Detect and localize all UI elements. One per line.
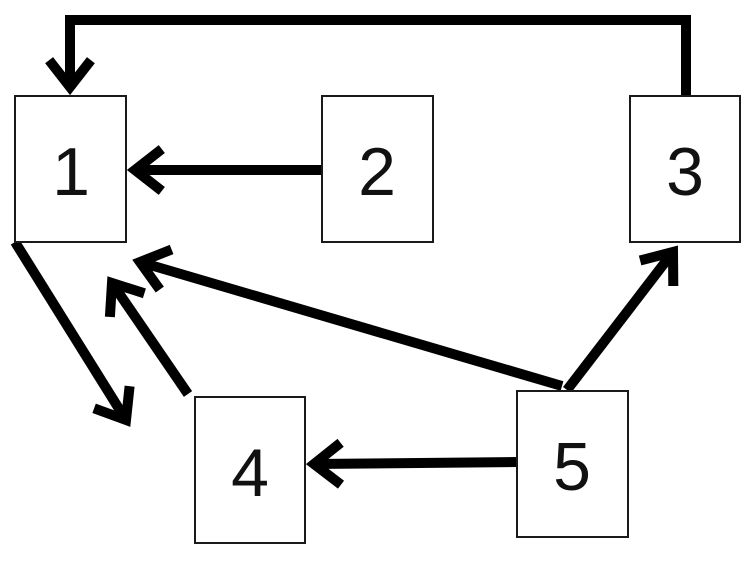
edge-2-1-arrowhead	[126, 145, 165, 195]
edge-1-4-arrowhead	[92, 385, 135, 427]
edge-2-1	[126, 145, 322, 195]
node-3: 3	[629, 95, 741, 243]
node-3-box	[629, 95, 741, 243]
node-4: 4	[194, 396, 306, 544]
node-4-label: 4	[231, 435, 269, 511]
node-1: 1	[14, 95, 127, 243]
edge-5-1-arrowhead	[132, 244, 174, 293]
edge-1-4	[10, 239, 135, 427]
edge-5-3-arrowhead	[638, 245, 679, 287]
edge-3-1-arrowhead	[45, 57, 95, 96]
node-1-box	[14, 95, 127, 243]
edge-4-1-arrowhead	[104, 276, 146, 318]
node-5: 5	[516, 390, 629, 538]
edge-5-1-line	[138, 257, 564, 391]
node-4-box	[194, 396, 306, 544]
edge-5-3-line	[563, 248, 677, 394]
edge-5-3	[563, 245, 679, 394]
node-2-box	[321, 95, 434, 243]
edge-5-4-arrowhead	[305, 438, 345, 489]
edge-1-4-line	[10, 239, 131, 423]
node-5-label: 5	[553, 429, 591, 505]
node-3-label: 3	[666, 134, 704, 210]
edge-3-1-line	[65, 15, 691, 96]
node-5-box	[516, 390, 629, 538]
edges-layer	[10, 15, 691, 489]
edge-5-1	[132, 244, 564, 391]
edge-4-1-line	[107, 280, 193, 397]
edge-5-4	[305, 438, 518, 489]
node-1-label: 1	[52, 134, 90, 210]
nodes-layer: 1 2 3 4 5	[14, 95, 741, 544]
edge-5-4-line	[313, 457, 518, 469]
edge-4-1	[104, 276, 193, 397]
edge-3-1	[45, 15, 691, 96]
node-2: 2	[321, 95, 434, 243]
node-2-label: 2	[358, 134, 396, 210]
